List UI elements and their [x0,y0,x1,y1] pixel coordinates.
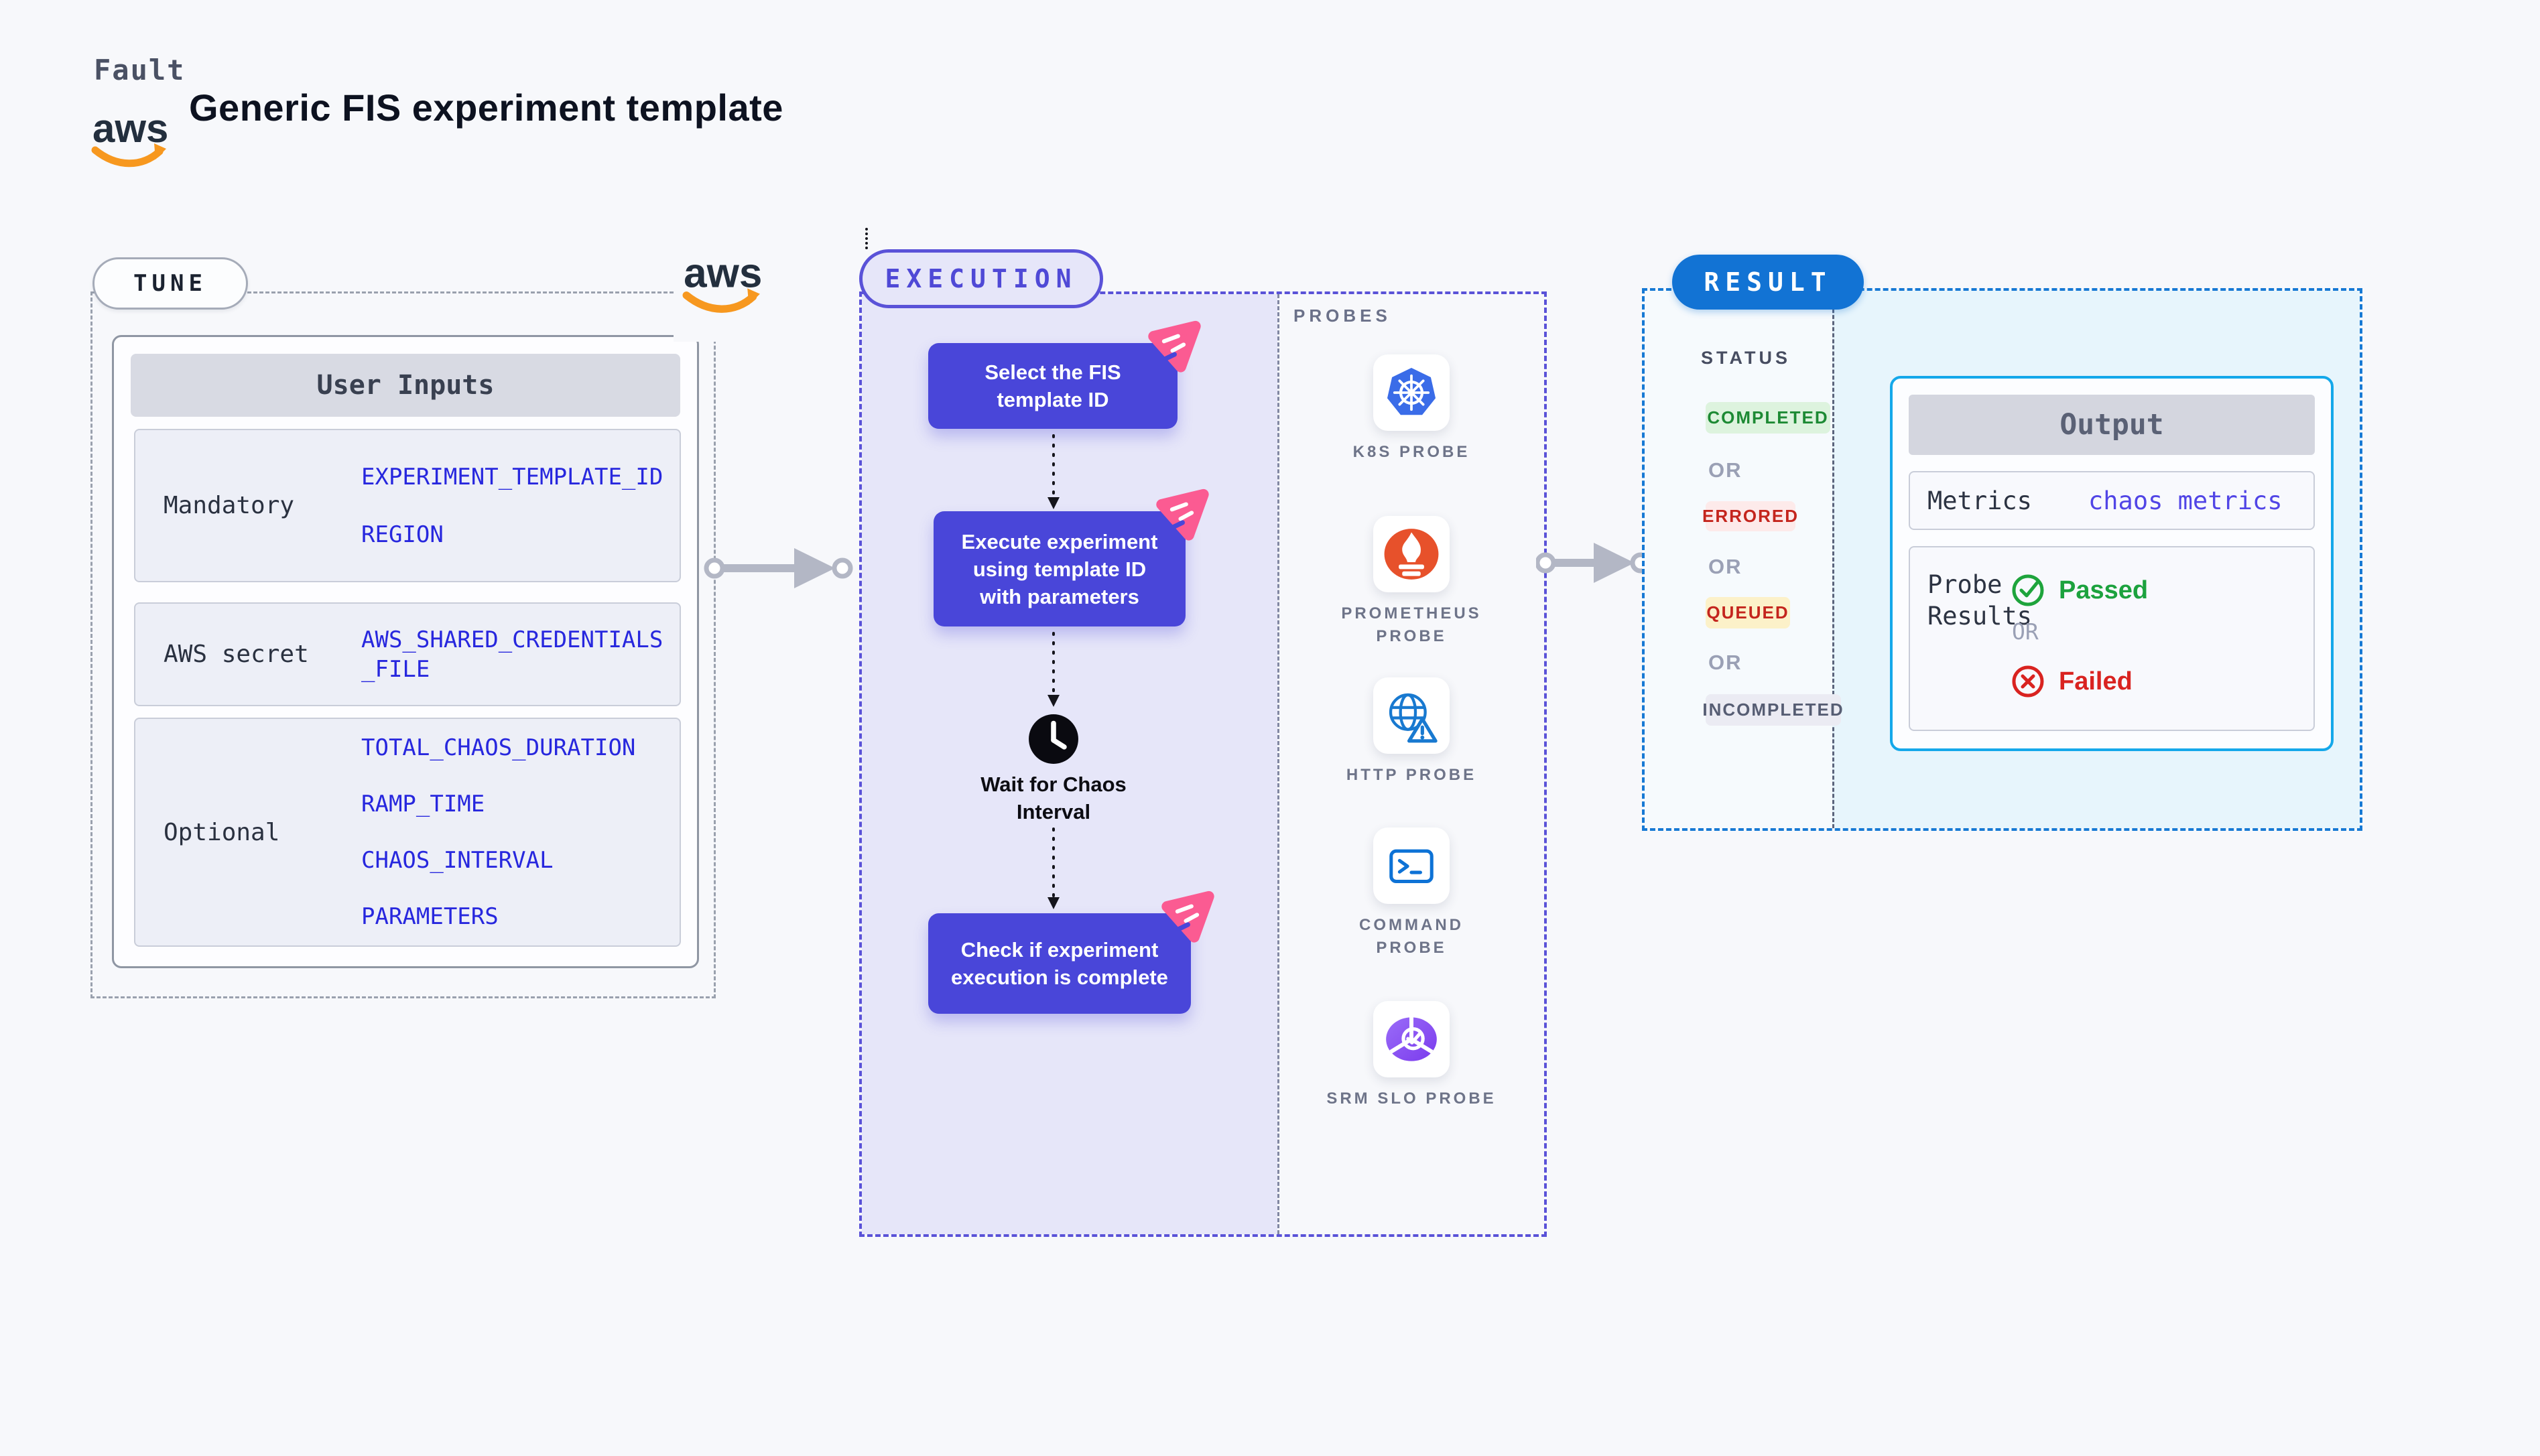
metrics-value[interactable]: chaos metrics [2088,486,2283,515]
flow-connector-down [1045,631,1062,712]
aws-logo: aws [91,102,169,174]
table-row-mandatory: Mandatory EXPERIMENT_TEMPLATE_ID REGION [134,429,681,582]
input-variable: AWS_SHARED_CREDENTIALS_FILE [361,626,663,683]
flow-arrow-execution-to-result [1535,536,1651,593]
brand-label: Fault [94,54,186,86]
probes-section-label: PROBES [1293,306,1391,326]
row-label: Mandatory [164,492,295,519]
input-variable: TOTAL_CHAOS_DURATION [361,734,636,761]
prometheus-icon [1384,529,1439,580]
execution-section-pill: EXECUTION [859,249,1103,308]
probe-label: HTTP PROBE [1346,766,1477,784]
output-card: Output Metrics chaos metrics Probe Resul… [1890,376,2334,751]
step-label: Execute experiment using template ID wit… [961,529,1158,608]
output-or-separator: OR [2012,618,2039,645]
globe-warning-icon [1389,693,1438,743]
execution-flow-panel [862,294,1277,1234]
input-variable: CHAOS_INTERVAL [361,847,554,874]
probe-card-k8s[interactable] [1373,354,1450,431]
execution-top-connector [865,228,868,249]
status-or-separator: OR [1708,458,1742,482]
flow-connector-down [1045,826,1062,914]
probe-label: PROMETHEUS PROBE [1341,604,1482,645]
user-inputs-card: User Inputs Mandatory EXPERIMENT_TEMPLAT… [112,335,699,968]
passed-label: Passed [2059,576,2149,604]
terminal-icon [1389,849,1434,884]
svg-text:aws: aws [684,250,762,296]
status-badge-errored: ERRORED [1702,501,1797,531]
input-variable: PARAMETERS [361,903,499,930]
step-execute-experiment[interactable]: Execute experiment using template ID wit… [934,488,1209,626]
tune-section-container [90,291,716,998]
step-select-template[interactable]: Select the FIS template ID [928,320,1201,429]
x-circle-icon [2012,665,2044,698]
user-inputs-header: User Inputs [131,354,680,417]
input-variable: EXPERIMENT_TEMPLATE_ID [361,463,663,490]
failed-label: Failed [2059,667,2133,696]
probe-label: SRM SLO PROBE [1326,1089,1497,1108]
flow-connector-down [1045,433,1062,514]
probe-result-failed: Failed [2011,664,2133,699]
tune-section-pill: TUNE [92,257,248,310]
metrics-label: Metrics [1927,486,2032,515]
probe-card-command[interactable] [1373,828,1450,904]
probes-divider [1277,294,1279,1234]
step-label: Check if experiment execution is complet… [951,938,1168,989]
table-row-optional: Optional TOTAL_CHAOS_DURATION RAMP_TIME … [134,718,681,947]
probe-label: COMMAND PROBE [1359,916,1464,957]
status-heading: STATUS [1701,348,1791,368]
input-variable: REGION [361,521,444,548]
input-variable: RAMP_TIME [361,791,485,817]
row-label: Optional [164,818,280,846]
probe-label: K8S PROBE [1352,443,1470,461]
step-check-complete[interactable]: Check if experiment execution is complet… [928,890,1214,1014]
clock-icon [1025,711,1082,767]
probe-results-label: Probe Results [1927,570,2032,631]
probe-card-srm-slo[interactable] [1373,1001,1450,1077]
result-divider [1832,291,1834,828]
probe-card-prometheus[interactable] [1373,516,1450,592]
probe-card-http[interactable] [1373,677,1450,754]
probe-result-passed: Passed [2011,573,2148,608]
status-or-separator: OR [1708,555,1742,578]
aws-logo-small: aws [674,245,771,342]
execution-section-container [859,291,1547,1237]
table-row-aws-secret: AWS secret AWS_SHARED_CREDENTIALS_FILE [134,602,681,706]
result-section-pill: RESULT [1672,255,1864,310]
step-label: Select the FIS template ID [985,360,1121,411]
status-badge-incompleted: INCOMPLETED [1702,694,1843,726]
kubernetes-icon [1387,368,1436,415]
slo-gauge-icon [1386,1016,1437,1061]
flow-arrow-tune-to-execution [704,541,854,598]
row-label: AWS secret [164,641,309,668]
status-badge-queued: QUEUED [1706,597,1790,628]
output-row-probe-results: Probe Results Passed OR Failed [1909,546,2315,731]
status-badge-completed: COMPLETED [1706,402,1830,434]
page-title: Generic FIS experiment template [189,86,783,129]
step-wait-for-chaos-interval: Wait for Chaos Interval [980,773,1127,823]
chaos-experiment-icon [1156,488,1209,541]
aws-logo-text: aws [92,106,168,151]
chaos-experiment-icon [1161,890,1214,943]
status-or-separator: OR [1708,651,1742,674]
chaos-experiment-icon [1148,320,1201,373]
output-row-metrics: Metrics chaos metrics [1909,471,2315,530]
check-circle-icon [2012,574,2044,606]
output-header: Output [1909,395,2315,455]
